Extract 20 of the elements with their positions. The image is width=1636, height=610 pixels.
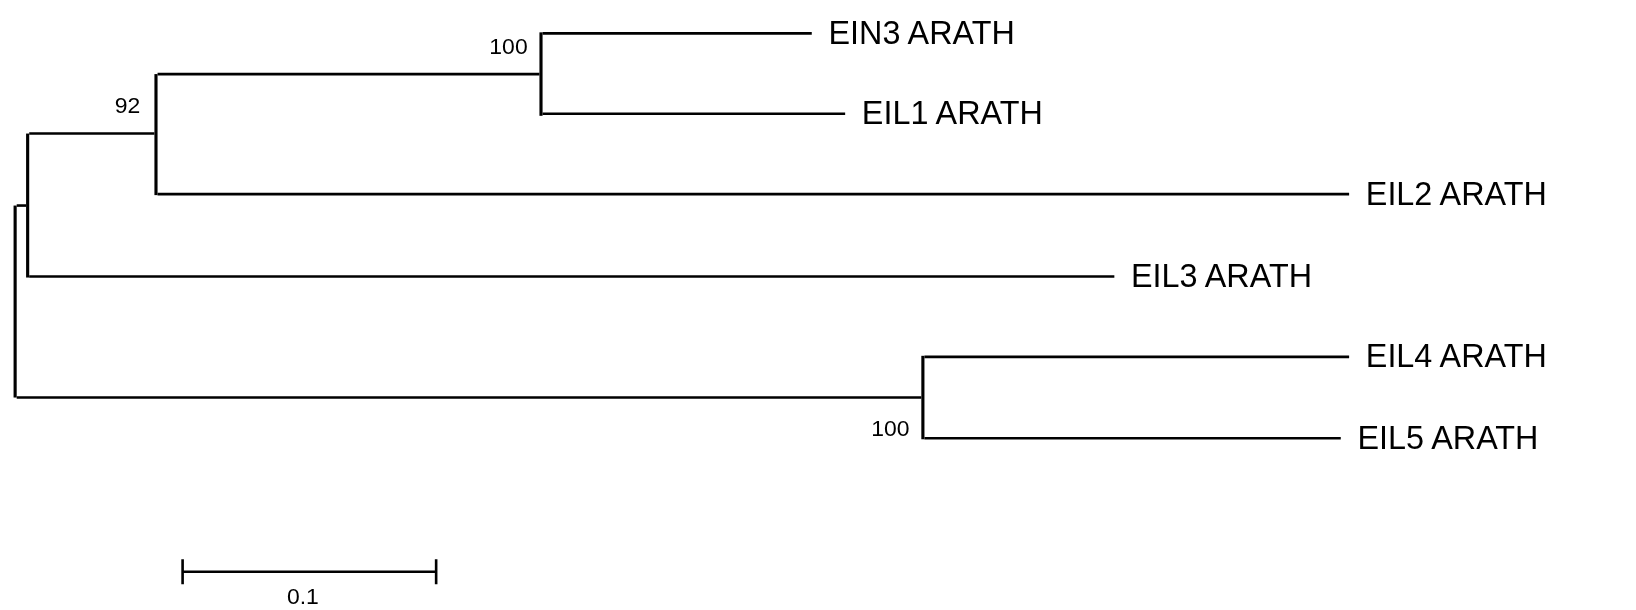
branch-line [16,204,27,207]
taxon-label: EIL3 ARATH [1114,257,1312,296]
branch-line [157,72,540,76]
branch-line [157,192,1350,196]
scale-value: 0.1 [286,584,319,610]
branch-line [924,436,1341,440]
branch-line [542,32,812,35]
taxon-label: EIN3 ARATH [811,14,1015,53]
bootstrap-value: 92 [114,92,141,118]
bootstrap-value: 100 [871,416,910,442]
taxon-label: EIL4 ARATH [1349,338,1547,376]
branch-line [16,396,922,399]
branch-line [924,355,1350,359]
taxon-label: EIL5 ARATH [1340,419,1539,457]
branch-line [542,112,846,116]
taxon-label: EIL2 ARATH [1349,175,1547,213]
taxon-label: EIL1 ARATH [845,94,1043,133]
branch-line [29,275,1115,278]
bootstrap-value: 100 [489,34,528,60]
branch-line [29,132,155,135]
